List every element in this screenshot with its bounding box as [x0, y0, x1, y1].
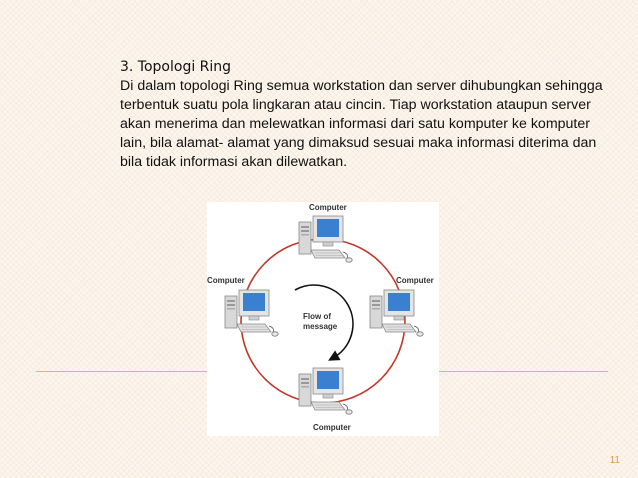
label-flow-line1: Flow of — [303, 312, 331, 321]
label-computer-bottom: Computer — [313, 423, 351, 432]
ring-topology-diagram — [224, 215, 424, 415]
flow-arrow — [294, 284, 354, 361]
slide-text-block: 3. Topologi Ring Di dalam topologi Ring … — [120, 58, 610, 172]
computer-right — [369, 289, 424, 337]
ring-topology-figure: Computer Computer Computer Computer Flow… — [207, 202, 439, 436]
label-computer-left: Computer — [207, 276, 245, 285]
computer-top — [298, 215, 353, 263]
section-heading: 3. Topologi Ring — [120, 59, 232, 75]
label-flow-line2: message — [303, 322, 338, 331]
computer-bottom — [298, 367, 353, 415]
section-paragraph: Di dalam topologi Ring semua workstation… — [120, 78, 603, 170]
page-number: 11 — [609, 455, 620, 466]
label-computer-top: Computer — [309, 203, 347, 212]
label-computer-right: Computer — [396, 276, 434, 285]
computer-left — [224, 289, 279, 337]
